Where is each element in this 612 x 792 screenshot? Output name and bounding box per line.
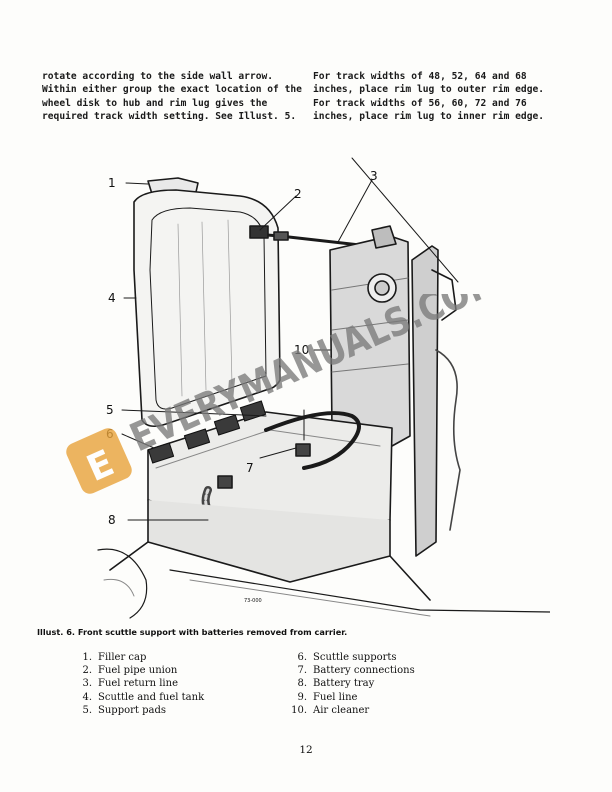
legend-item: 5. Support pads <box>72 704 204 717</box>
scuttle-illustration: 1 2 3 4 5 6 7 8 10 73-000 <box>97 157 550 619</box>
legend-label: Scuttle supports <box>313 652 397 663</box>
legend-right: 6. Scuttle supports 7. Battery connections… <box>287 651 415 717</box>
callout-4: 4 <box>108 291 116 305</box>
text-line: required track width setting. See Illust… <box>42 111 297 123</box>
legend-number: 1. <box>82 652 92 663</box>
legend-label: Battery tray <box>313 678 375 690</box>
text-line: inches, place rim lug to outer rim edge. <box>313 84 545 96</box>
legend-item: 4. Scuttle and fuel tank <box>72 691 204 704</box>
text-line: wheel disk to hub and rim lug gives the <box>42 97 268 109</box>
legend-label: Battery connections <box>313 665 415 677</box>
figure-caption: Illust. 6. Front scuttle support with ba… <box>37 627 348 637</box>
legend-number: 4. <box>82 691 92 703</box>
legend-label: Fuel line <box>313 691 358 703</box>
page-number: 12 <box>299 744 313 756</box>
legend-item: 8. Battery tray <box>287 677 415 690</box>
legend-item: 1. Filler cap <box>72 651 204 664</box>
callout-5: 5 <box>106 403 114 417</box>
legend-number: 7. <box>297 665 307 677</box>
legend-item: 3. Fuel return line <box>72 677 204 690</box>
paragraph-left: rotate according to the side wall arrow.… <box>42 70 302 124</box>
text-line: inches, place rim lug to inner rim edge. <box>313 111 545 123</box>
legend-left: 1. Filler cap 2. Fuel pipe union 3. Fuel re… <box>72 651 204 717</box>
scuttle-shell <box>133 189 281 428</box>
legend-label: Filler cap <box>98 652 147 663</box>
legend-number: 8. <box>297 678 307 690</box>
text-line: Within either group the exact location o… <box>42 84 302 96</box>
legend-label: Air cleaner <box>313 704 370 716</box>
legend-number: 9. <box>297 691 307 703</box>
callout-8: 8 <box>108 513 116 527</box>
plate-code: 73-000 <box>244 598 262 604</box>
legend-label: Fuel pipe union <box>98 665 178 677</box>
legend-number: 5. <box>82 704 92 716</box>
legend-item: 6. Scuttle supports <box>287 651 415 664</box>
legend-item: 2. Fuel pipe union <box>72 664 204 677</box>
text-line: For track widths of 48, 52, 64 and 68 <box>313 71 527 82</box>
legend-item: 7. Battery connections <box>287 664 415 677</box>
paragraph-right: For track widths of 48, 52, 64 and 68 in… <box>313 70 563 124</box>
legend-number: 6. <box>297 652 307 663</box>
battery-connection-a <box>217 475 233 489</box>
callout-3: 3 <box>370 169 378 183</box>
legend-label: Scuttle and fuel tank <box>98 691 205 703</box>
legend-number: 3. <box>82 678 92 690</box>
callout-1: 1 <box>108 176 116 190</box>
legend-number: 10. <box>291 704 307 716</box>
callout-7: 7 <box>246 461 254 475</box>
text-line: For track widths of 56, 60, 72 and 76 <box>313 97 527 109</box>
text-line: rotate according to the side wall arrow. <box>42 71 274 82</box>
callout-6: 6 <box>106 427 114 441</box>
fuel-line <box>264 411 361 470</box>
pipe-union-shape <box>249 225 269 239</box>
legend-item: 9. Fuel line <box>287 691 415 704</box>
legend-label: Fuel return line <box>98 678 178 690</box>
legend-number: 2. <box>82 665 92 677</box>
legend-item: 10. Air cleaner <box>287 704 415 717</box>
battery-connection-b <box>295 443 311 457</box>
callout-10: 10 <box>294 343 309 357</box>
callout-2: 2 <box>294 187 302 201</box>
support-pads <box>147 400 267 464</box>
legend-label: Support pads <box>98 704 166 716</box>
